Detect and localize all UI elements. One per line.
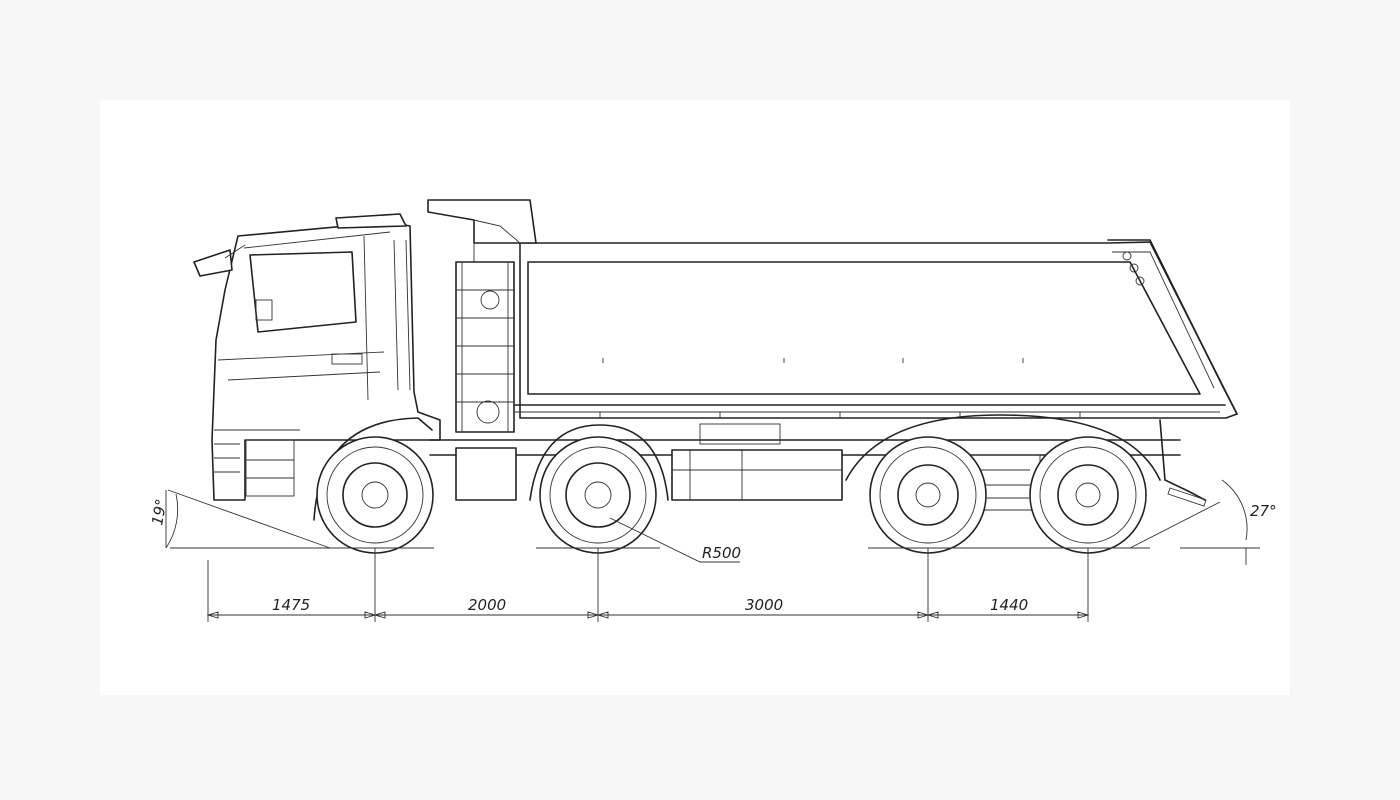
radius-label: R500 bbox=[702, 544, 741, 562]
dim-front-overhang: 1475 bbox=[272, 596, 310, 614]
dimension-lines bbox=[206, 517, 1090, 622]
wheel-rear-1 bbox=[869, 436, 987, 554]
dim-wheelbase-1-2: 2000 bbox=[468, 596, 506, 614]
dim-wheelbase-2-3: 3000 bbox=[745, 596, 783, 614]
departure-angle-label: 27° bbox=[1250, 502, 1277, 520]
hoist-frame bbox=[455, 243, 521, 433]
approach-angle-label: 19° bbox=[148, 497, 170, 526]
cab bbox=[193, 213, 441, 501]
wheel-rear-2 bbox=[1029, 436, 1147, 554]
dim-wheelbase-3-4: 1440 bbox=[990, 596, 1028, 614]
dump-body bbox=[427, 199, 1238, 419]
wheel-front-1 bbox=[316, 436, 434, 554]
ground-lines bbox=[165, 479, 1260, 565]
wheel-front-2 bbox=[539, 436, 657, 554]
